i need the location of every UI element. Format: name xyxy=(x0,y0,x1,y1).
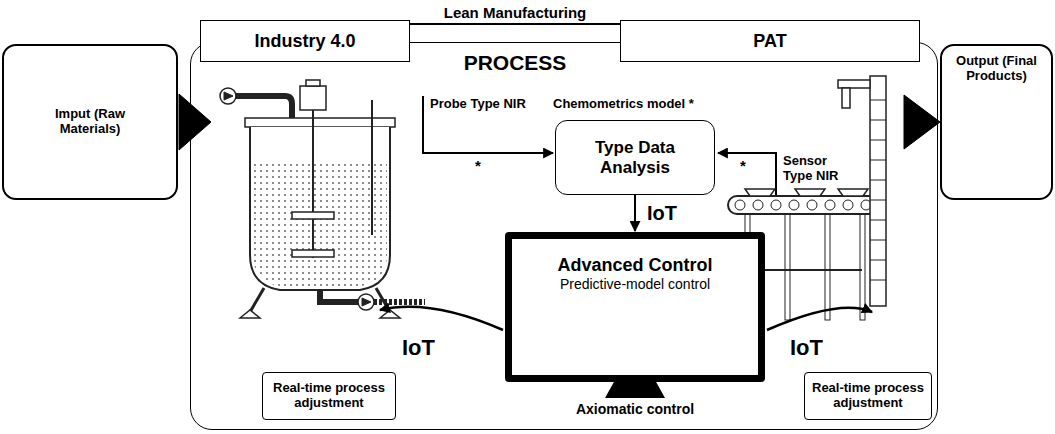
iot-arrow xyxy=(380,307,503,330)
node-title: Advanced Control xyxy=(557,255,712,276)
node-title: Real-time process adjustment xyxy=(269,381,389,411)
edge-label: IoT xyxy=(647,202,677,225)
connector xyxy=(634,195,636,231)
node-title: Output (Final Products) xyxy=(946,54,1047,84)
reactor-tank xyxy=(220,80,425,318)
monitor-stand xyxy=(605,380,665,398)
edge-label: Lean Manufacturing xyxy=(444,4,587,21)
probe-wire xyxy=(423,96,553,153)
monitor-box: Advanced ControlPredictive-model control xyxy=(505,232,765,382)
asterisk-mark: * xyxy=(475,157,481,174)
process-box: PAT xyxy=(620,20,920,62)
node-title: Real-time process adjustment xyxy=(809,381,927,411)
flow-arrow xyxy=(179,94,211,150)
connector xyxy=(410,23,620,25)
annotation-label: Sensor Type NIR xyxy=(783,154,851,184)
node-title: PROCESS xyxy=(464,51,567,75)
iot-arrow xyxy=(767,308,872,330)
iot-label: IoT xyxy=(790,335,823,360)
sensor-wire xyxy=(718,153,776,200)
node-subtitle: Predictive-model control xyxy=(560,276,710,292)
node-title: Imput (Raw Materials) xyxy=(38,107,142,137)
process-box: Type Data Analysis xyxy=(555,120,715,195)
process-box: Real-time process adjustment xyxy=(804,372,932,420)
flow-arrow xyxy=(904,95,940,149)
node-title: PAT xyxy=(753,31,786,52)
process-box: Industry 4.0 xyxy=(200,20,410,62)
annotation-label: Probe Type NIR xyxy=(430,97,526,112)
iot-label: IoT xyxy=(402,335,435,360)
process-box: Real-time process adjustment xyxy=(262,372,396,420)
node-title: Type Data Analysis xyxy=(564,138,706,177)
annotation-label: Chemometrics model * xyxy=(553,97,694,112)
asterisk-mark: * xyxy=(740,157,746,174)
node-title: Industry 4.0 xyxy=(254,31,355,52)
annotation-label: Axiomatic control xyxy=(576,401,694,417)
process-box: Output (Final Products) xyxy=(940,44,1053,200)
process-box: Imput (Raw Materials) xyxy=(2,44,178,200)
